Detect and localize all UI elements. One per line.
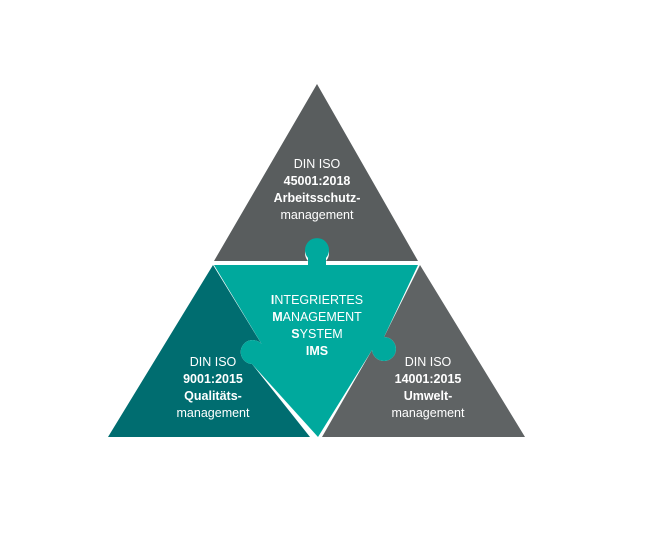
center-initial-i: I — [271, 293, 274, 307]
center-rest-2: ANAGEMENT — [283, 310, 363, 324]
left-triangle — [108, 265, 310, 437]
top-label-subtitle: management — [281, 208, 354, 222]
left-label-title: Qualitäts- — [184, 389, 242, 403]
center-initial-m: M — [272, 310, 282, 324]
left-label-standard: 9001:2015 — [183, 372, 243, 386]
top-label-title: Arbeitsschutz- — [274, 191, 361, 205]
left-label-subtitle: management — [177, 406, 250, 420]
center-initial-s: S — [291, 327, 299, 341]
center-triangle — [214, 238, 418, 437]
top-label-standard: 45001:2018 — [284, 174, 351, 188]
center-rest-1: NTEGRIERTES — [274, 293, 363, 307]
center-line-system: SYSTEM — [291, 327, 342, 341]
right-label-din: DIN ISO — [405, 355, 452, 369]
center-line-management: MANAGEMENT — [272, 310, 362, 324]
center-line-ims: IMS — [306, 344, 328, 358]
right-label-subtitle: management — [392, 406, 465, 420]
top-triangle — [214, 84, 418, 261]
right-label-title: Umwelt- — [404, 389, 453, 403]
left-label-din: DIN ISO — [190, 355, 237, 369]
center-rest-3: YSTEM — [300, 327, 343, 341]
right-label-standard: 14001:2015 — [395, 372, 462, 386]
center-line-integriertes: INTEGRIERTES — [271, 293, 363, 307]
top-label-din: DIN ISO — [294, 157, 341, 171]
right-triangle — [322, 265, 525, 437]
